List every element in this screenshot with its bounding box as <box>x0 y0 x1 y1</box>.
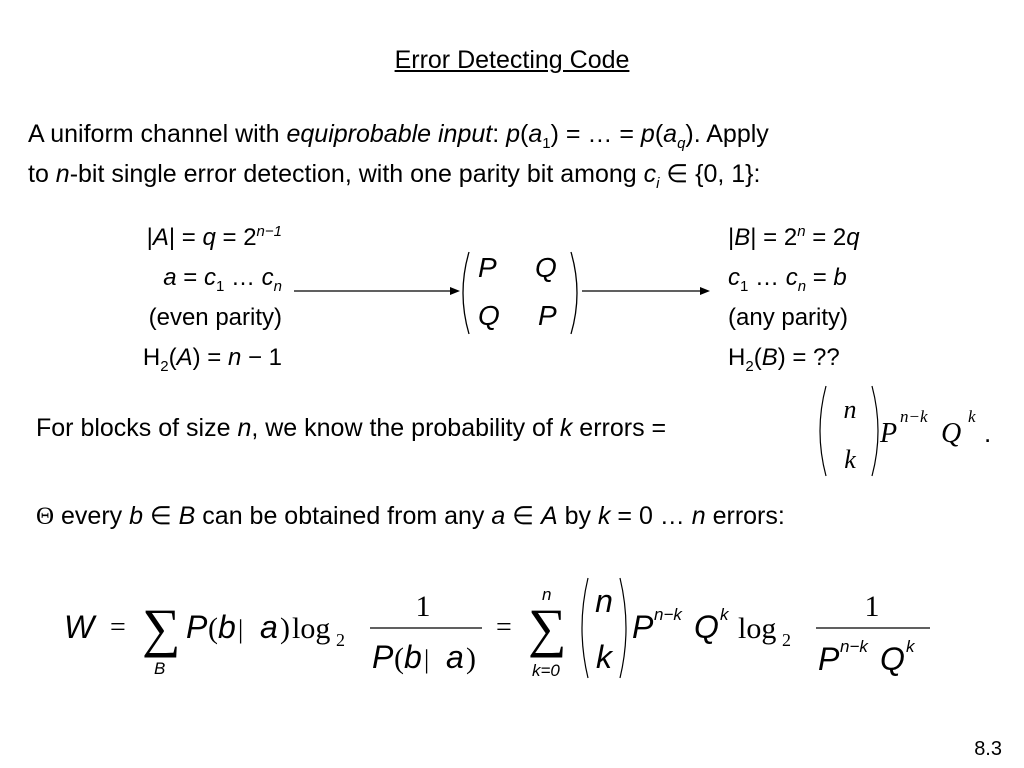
formula-log-2: log <box>738 612 776 645</box>
formula-bar-1: | <box>238 615 243 644</box>
formula-p3: P <box>632 609 654 645</box>
formula-q3-exponent: k <box>720 605 730 624</box>
formula-log-1: log <box>292 612 330 645</box>
output-alphabet-block: |B| = 2n = 2q c1 … cn = b (any parity) H… <box>728 218 860 378</box>
matrix-cell-q2: Q <box>478 300 500 331</box>
formula-rparen-2: ) <box>466 642 476 675</box>
formula-binom-left-paren <box>581 577 589 679</box>
formula-log-base-2: 2 <box>782 630 791 650</box>
output-entropy-row: H2(B) = ?? <box>728 344 840 375</box>
matrix-cell-p1: P <box>478 252 497 283</box>
formula-p4: P <box>818 641 840 677</box>
formula-numerator-2: 1 <box>865 590 880 623</box>
formula-lparen-2: ( <box>394 642 404 675</box>
binom-period: . <box>984 418 991 448</box>
block-probability-sentence: For blocks of size n, we know the probab… <box>36 414 667 442</box>
matrix-cell-p2: P <box>538 300 557 331</box>
output-size-row: |B| = 2n = 2q <box>728 223 860 251</box>
formula-binom-k: k <box>596 639 614 675</box>
input-parity-row: (even parity) <box>148 304 282 331</box>
formula-p1: P <box>186 609 208 645</box>
formula-log-base-1: 2 <box>336 630 345 650</box>
output-parity-row: (any parity) <box>728 304 849 331</box>
formula-sum-2: ∑ <box>528 598 567 658</box>
formula-equals-2: = <box>496 612 512 643</box>
formula-p3-exponent: n−k <box>654 605 683 624</box>
channel-matrix-brackets <box>462 251 578 335</box>
slide-title: Error Detecting Code <box>394 46 630 74</box>
input-size-row: |A| = q = 2n−1 <box>146 223 282 251</box>
input-entropy-row: H2(A) = n − 1 <box>142 344 282 375</box>
binom-bottom: k <box>844 445 856 474</box>
matrix-cell-q1: Q <box>535 252 557 283</box>
formula-sum-sub-b: B <box>154 659 165 678</box>
binom-p-exponent: n−k <box>900 407 928 426</box>
formula-binom-n: n <box>595 583 613 619</box>
slide-number: 8.3 <box>974 738 1002 760</box>
binomial-probability-formula: n k P n−k Q k . <box>819 385 991 477</box>
formula-numerator-1: 1 <box>416 590 431 623</box>
formula-p4-exponent: n−k <box>840 637 869 656</box>
left-arrow-head <box>450 287 460 295</box>
binom-left-paren <box>819 385 827 477</box>
binom-top: n <box>844 395 857 424</box>
binom-p: P <box>879 418 897 449</box>
formula-sum-1: ∑ <box>142 598 181 658</box>
formula-rparen-1: ) <box>280 612 290 645</box>
intro-paragraph: A uniform channel with equiprobable inpu… <box>28 114 769 194</box>
right-arrow-head <box>700 287 710 295</box>
input-codeword-row: a = c1 … cn <box>163 264 282 295</box>
formula-q4: Q <box>880 641 905 677</box>
input-alphabet-block: |A| = q = 2n−1 a = c1 … cn (even parity)… <box>90 218 282 378</box>
channel-arrows <box>294 287 710 295</box>
binom-q-exponent: k <box>968 407 976 426</box>
formula-sum-upper: n <box>542 585 551 604</box>
formula-equals-1: = <box>110 612 126 643</box>
formula-a1: a <box>260 609 278 645</box>
formula-q3: Q <box>694 609 719 645</box>
formula-p2: P <box>372 639 394 675</box>
formula-sum-lower: k=0 <box>532 661 560 680</box>
formula-binom-right-paren <box>619 577 627 679</box>
formula-a2: a <box>446 639 464 675</box>
matrix-right-paren <box>570 251 578 335</box>
formula-q4-exponent: k <box>906 637 916 656</box>
matrix-left-paren <box>462 251 470 335</box>
formula-bar-2: | <box>424 645 429 674</box>
formula-lparen-1: ( <box>208 612 218 645</box>
intro-line-2: to n-bit single error detection, with on… <box>28 160 761 192</box>
formula-b1: b <box>218 609 236 645</box>
error-obtain-sentence: Θ every b ∈ B can be obtained from any a… <box>36 502 785 530</box>
formula-b2: b <box>404 639 422 675</box>
binom-right-paren <box>871 385 879 477</box>
formula-w: W <box>64 609 97 645</box>
mutual-information-formula: W = ∑ B P ( b | a ) log 2 1 P ( b | a ) … <box>64 577 930 680</box>
intro-line-1: A uniform channel with equiprobable inpu… <box>28 120 769 152</box>
output-codeword-row: c1 … cn = b <box>728 264 847 295</box>
binom-q: Q <box>941 418 961 449</box>
